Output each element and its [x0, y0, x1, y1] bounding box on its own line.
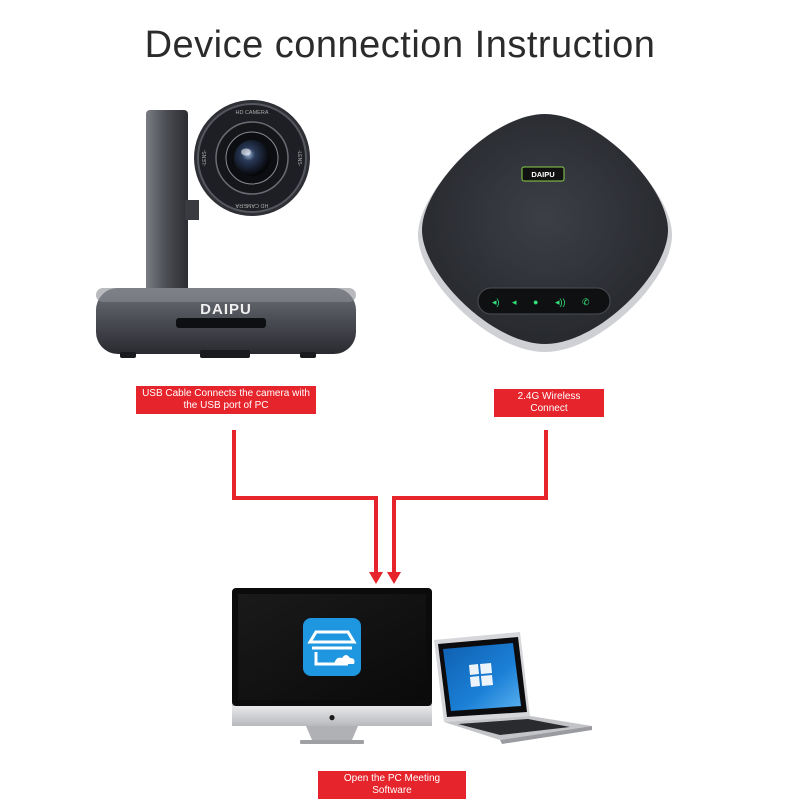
lens-bottom-text: HD CAMERA [235, 202, 268, 208]
windows-logo-icon [469, 663, 493, 687]
apple-logo-icon: ● [328, 710, 335, 724]
camera-brand-logo: DAIPU [200, 301, 252, 318]
camera-arm [146, 110, 188, 300]
speaker-control-panel [477, 287, 611, 315]
desktop-monitor: ● [232, 588, 432, 744]
mute-icon: ◂ [512, 297, 517, 307]
camera-ir-window [176, 318, 266, 328]
lens-side-text-right: -LENS- [296, 150, 302, 167]
speakerphone: DAIPU ◂) ◂ ● ◂)) ✆ [418, 114, 672, 352]
usb-label-line2: the USB port of PC [183, 400, 269, 411]
lens-side-text-left: -LENS- [202, 149, 208, 166]
camera-head: HD CAMERA HD CAMERA -LENS- -LENS- [194, 100, 310, 216]
volume-down-icon: ◂) [492, 297, 500, 307]
volume-up-icon: ◂)) [555, 297, 566, 307]
call-icon: ✆ [582, 297, 590, 307]
lens-top-text: HD CAMERA [235, 110, 268, 116]
arrow-down-icon [387, 572, 401, 584]
usb-connection-label: USB Cable Connects the camera with the U… [136, 386, 316, 414]
wireless-connection-line [392, 430, 548, 572]
usb-connection-line [232, 430, 378, 572]
laptop-keyboard [458, 719, 570, 735]
wireless-connection-label: 2.4G Wireless Connect [494, 389, 604, 417]
meeting-app-icon[interactable] [303, 618, 361, 676]
software-label: Open the PC Meeting Software [318, 771, 466, 799]
page-title: Device connection Instruction [144, 24, 656, 66]
usb-label-line1: USB Cable Connects the camera with [142, 388, 310, 399]
connection-lines [232, 430, 548, 572]
camera-lens [234, 140, 270, 176]
microphone-icon: ● [533, 297, 538, 307]
camera-base: DAIPU [96, 288, 356, 358]
ptz-camera: HD CAMERA HD CAMERA -LENS- -LENS- DAIPU [96, 100, 356, 358]
laptop [434, 632, 592, 744]
arrow-down-icon [369, 572, 383, 584]
speaker-brand-logo: DAIPU [531, 170, 554, 179]
speaker-grille [422, 114, 668, 344]
